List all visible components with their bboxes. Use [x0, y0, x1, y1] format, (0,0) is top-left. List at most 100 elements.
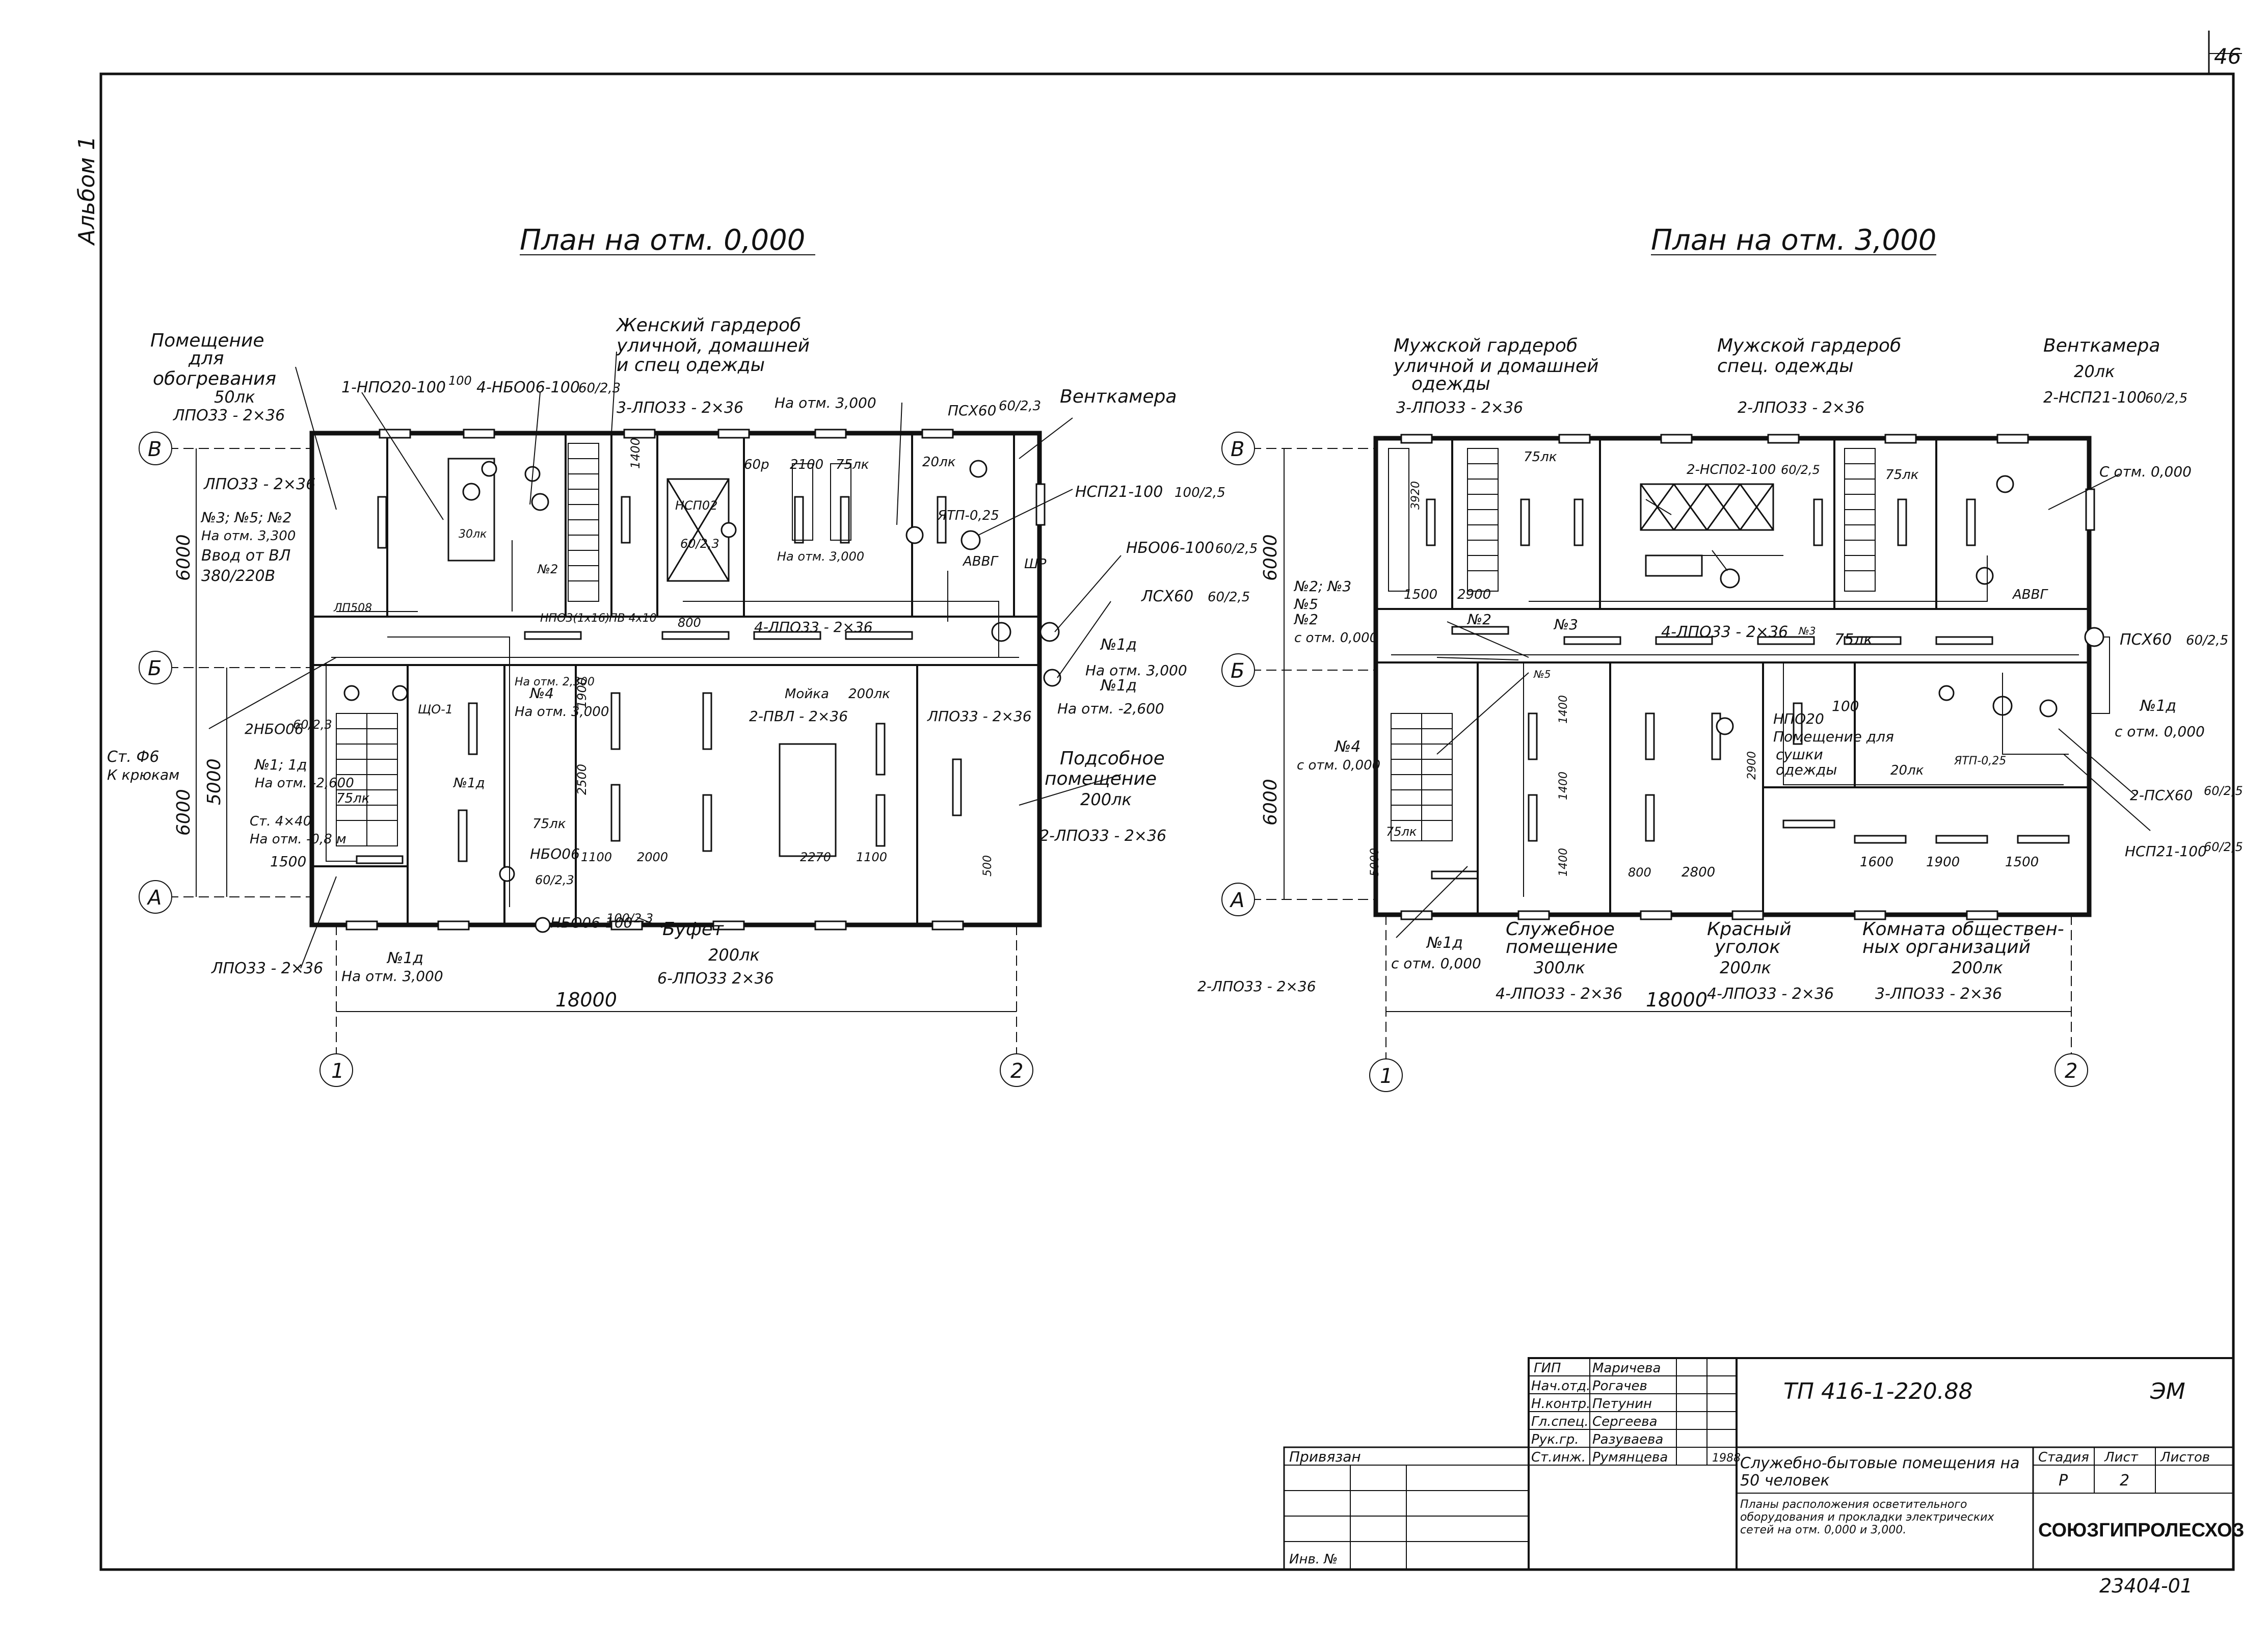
r-label-n5: №5 [1293, 596, 1318, 613]
label-psx60-top: ПСХ60 [948, 402, 996, 419]
right-axis-b: В [1231, 438, 1244, 461]
r-label-100: 100 [1832, 698, 1859, 714]
label-60-23: 60/2,3 [680, 537, 719, 551]
label-nsp21-frac: 100/2,5 [1175, 485, 1225, 500]
r-label-2nsp02-frac: 60/2,5 [1781, 463, 1820, 477]
label-n1-1d: №1; 1д [254, 756, 307, 773]
left-axis-1: 1 [331, 1059, 344, 1083]
label-moika: Мойка [785, 686, 829, 702]
label-npo20: 1-НПО20-100 [341, 379, 446, 396]
r-label-1600: 1600 [1860, 855, 1893, 870]
label-1100a: 1100 [581, 850, 612, 864]
r-label-75lk-c: 75лк [1885, 467, 1919, 483]
tb-org: СОЮЗГИПРОЛЕСХОЗ [2038, 1520, 2244, 1541]
right-axes [1221, 432, 2088, 1092]
left-axis-m: Б [148, 657, 162, 680]
label-800: 800 [678, 616, 701, 630]
tb-name-6: Румянцева [1592, 1450, 1668, 1465]
r-label-n1d-b: №1д [1426, 934, 1463, 952]
label-na-otm-3000: На отм. 3,000 [775, 394, 876, 411]
left-axis-1-marker [319, 1053, 353, 1087]
label-na-otm-2600-r: На отм. -2,600 [1057, 700, 1164, 717]
r-label-n5b: №5 [1533, 668, 1551, 680]
left-room-utility-l1: Подсобное [1060, 748, 1165, 769]
label-na-otm-08: На отм. -0,8 м [250, 832, 346, 847]
left-plan-title: План на отм. 0,000 [520, 224, 805, 257]
r-label-75lk: 75лк [1834, 631, 1873, 649]
right-dimension-lines [1284, 448, 2071, 1012]
label-lsx60: ЛСХ60 [1141, 588, 1193, 605]
r-label-s-otm-0: с отм. 0,000 [1294, 630, 1378, 646]
right-room-red-l2: уголок [1714, 937, 1780, 958]
label-avvg: АВВГ [962, 554, 999, 569]
r-label-2900: 2900 [1457, 587, 1491, 602]
label-6lpo33: 6-ЛПО33 2×36 [657, 970, 774, 988]
r-label-2lpo33: 2-ЛПО33 - 2×36 [1738, 399, 1864, 417]
label-30lk: 30лк [459, 528, 487, 541]
r-label-psx60: ПСХ60 [2120, 631, 2172, 649]
label-pv4x10: ПВ 4х10 [609, 612, 657, 625]
left-room-women-l2: уличной, домашней [616, 335, 810, 356]
r-label-n1d: №1д [2139, 697, 2176, 715]
title-block [1283, 1357, 2234, 1571]
label-st4x40: Ст. 4×40 [250, 814, 311, 829]
r-label-2lpo33-l: 2-ЛПО33 - 2×36 [1197, 978, 1316, 995]
label-nbo06-r-frac: 60/2,5 [1215, 541, 1258, 556]
r-label-n2: №2 [1466, 611, 1491, 628]
right-axis-2-marker [2054, 1053, 2088, 1087]
label-st-f6: Ст. Ф6 [107, 748, 159, 766]
label-1900: 1900 [575, 677, 589, 708]
right-staircases [1388, 448, 2110, 841]
r-label-3920: 3920 [1409, 481, 1422, 510]
label-2lpo33: 2-ЛПО33 - 2×36 [1039, 827, 1166, 845]
r-label-1400a: 1400 [1557, 695, 1570, 724]
tb-name-3: Петунин [1592, 1396, 1652, 1412]
tb-role-5: Рук.гр. [1531, 1432, 1579, 1447]
r-label-n3: №3 [1798, 625, 1816, 637]
tb-archive-no: 23404-01 [2099, 1575, 2193, 1597]
label-na-otm-3000c: На отм. 3,000 [777, 549, 864, 564]
label-shr: ШР [1024, 556, 1047, 572]
label-60r: 60р [744, 457, 769, 472]
label-nsp02: НСП02 [675, 498, 717, 513]
label-2100: 2100 [790, 457, 823, 472]
label-na-otm-3000-bot: На отм. 3,000 [341, 968, 443, 985]
label-lpo33-mid: ЛПО33 - 2×36 [927, 708, 1032, 725]
label-nbo06-bot: НБО06 [530, 845, 580, 862]
right-room-vent-l2: 20лк [2074, 362, 2115, 381]
r-label-4lpo33-c: 4-ЛПО33 - 2×36 [1707, 985, 1834, 1003]
label-n1d-c: №1д [452, 776, 485, 791]
r-label-1500a: 1500 [1404, 587, 1437, 602]
left-room-women-l1: Женский гардероб [616, 315, 801, 336]
left-axis-a-marker [139, 880, 172, 914]
right-axis-a: А [1229, 889, 1244, 912]
tb-name-1: Маричева [1592, 1361, 1661, 1376]
r-label-75lk-b: 75лк [1524, 449, 1557, 465]
left-lamps [343, 460, 1061, 933]
left-dim-total: 18000 [555, 989, 617, 1011]
label-2nbo06: 2НБО06 [245, 721, 304, 737]
label-4lpo33: 4-ЛПО33 - 2×36 [754, 619, 873, 635]
right-equipment-labels: 3-ЛПО33 - 2×36 2-ЛПО33 - 2×36 2-НСП21-10… [1197, 389, 2243, 1003]
r-label-avvg: АВВГ [2012, 587, 2048, 602]
r-label-5000: 5000 [1369, 848, 1381, 877]
tb-role-3: Н.контр. [1531, 1396, 1590, 1412]
tb-mark: ЭМ [2150, 1378, 2185, 1404]
label-lpo33-2: ЛПО33 - 2×36 [203, 475, 315, 493]
label-n3-n5: №3; №5; №2 [200, 509, 291, 526]
left-room-warming-l4: 50лк [214, 387, 255, 407]
right-axis-1: 1 [1380, 1065, 1393, 1088]
right-room-drying-l4: одежды [1776, 761, 1837, 778]
right-room-red-l1: Красный [1707, 919, 1792, 940]
r-label-s-otm-0b: с отм. 0,000 [2115, 723, 2205, 740]
right-dim-total: 18000 [1646, 989, 1707, 1011]
left-room-warming-l1: Помещение [150, 330, 264, 351]
tb-role-4: Гл.спец. [1531, 1414, 1589, 1429]
left-building-walls [309, 431, 1042, 927]
r-label-1900: 1900 [1926, 855, 1960, 870]
label-n1d-r: №1д [1100, 636, 1137, 654]
right-room-drying-l2: Помещение для [1773, 728, 1894, 745]
r-label-3lpo33-b: 3-ЛПО33 - 2×36 [1875, 985, 2002, 1003]
right-axis-1-marker [1369, 1058, 1403, 1092]
tb-sheets-label: Листов [2160, 1450, 2210, 1465]
